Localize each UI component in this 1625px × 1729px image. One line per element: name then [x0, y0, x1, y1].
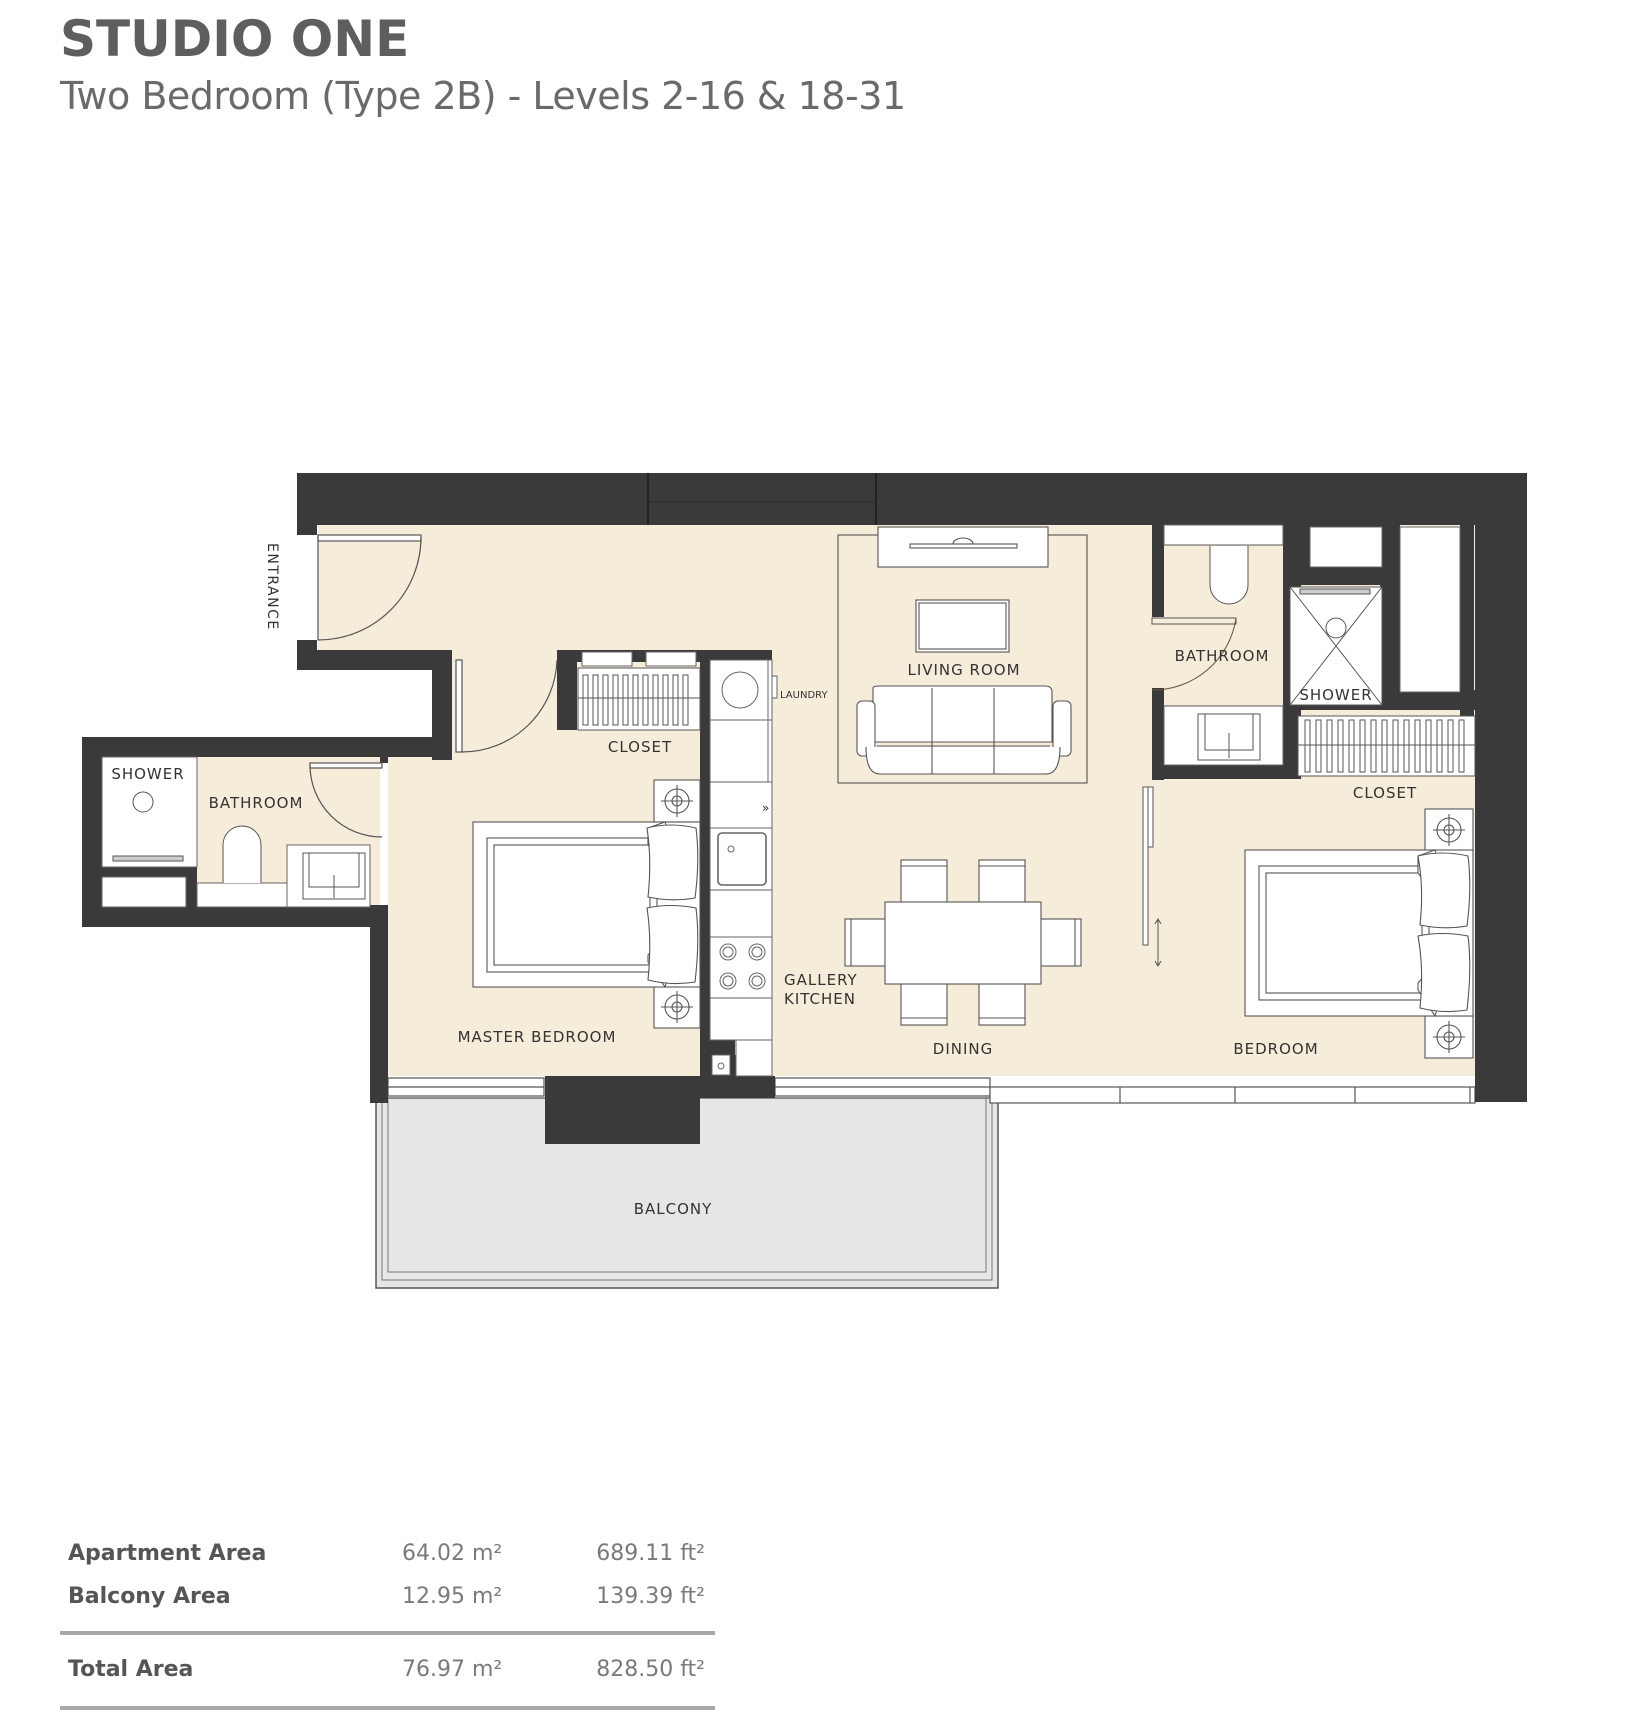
bedroom-bed [1244, 808, 1474, 1059]
area-m2: 64.02 m² [402, 1541, 503, 1566]
entrance-door [317, 534, 422, 641]
label-shower-left: SHOWER [111, 765, 184, 783]
label-balcony: BALCONY [634, 1200, 713, 1218]
label-bedroom: BEDROOM [1233, 1040, 1318, 1058]
label-bathroom-right: BATHROOM [1175, 647, 1270, 665]
chevron-icon: » [762, 801, 769, 815]
label-laundry: LAUNDRY [780, 690, 828, 701]
label-closet-bedroom: CLOSET [1353, 784, 1417, 802]
dining-table [844, 859, 1082, 1026]
label-dining: DINING [933, 1040, 993, 1058]
label-closet-master: CLOSET [608, 738, 672, 756]
area-label: Balcony Area [68, 1584, 231, 1609]
area-label: Apartment Area [68, 1541, 267, 1566]
area-row-balcony: Balcony Area 12.95 m² 139.39 ft² [60, 1578, 715, 1621]
windows [387, 1077, 1476, 1104]
area-ft2: 139.39 ft² [596, 1584, 705, 1609]
living-room-furniture [837, 526, 1088, 784]
fixtures [101, 524, 1461, 1077]
master-bedroom-door [455, 659, 558, 753]
label-shower-right: SHOWER [1299, 686, 1372, 704]
area-divider-bottom [60, 1706, 715, 1710]
area-table: Apartment Area 64.02 m² 689.11 ft² Balco… [60, 1535, 715, 1710]
area-ft2: 689.11 ft² [596, 1541, 705, 1566]
right-bathroom [1151, 544, 1383, 761]
area-m2: 12.95 m² [402, 1584, 503, 1609]
label-bathroom-left: BATHROOM [209, 794, 304, 812]
left-bathroom [112, 791, 366, 900]
area-label: Total Area [68, 1657, 194, 1682]
left-bathroom-door [309, 762, 383, 838]
area-m2: 76.97 m² [402, 1657, 503, 1682]
gallery-kitchen: LAUNDRY » [710, 660, 828, 1076]
label-master-bedroom: MASTER BEDROOM [458, 1028, 617, 1046]
label-gallery: GALLERY [784, 971, 858, 989]
master-bed [472, 779, 701, 1029]
sliding-door [1142, 786, 1162, 967]
area-divider [60, 1631, 715, 1635]
area-ft2: 828.50 ft² [596, 1657, 705, 1682]
page-subtitle: Two Bedroom (Type 2B) - Levels 2-16 & 18… [60, 74, 906, 118]
master-closet [577, 667, 701, 731]
label-entrance: ENTRANCE [264, 543, 280, 631]
page-title: STUDIO ONE [60, 10, 410, 68]
area-row-total: Total Area 76.97 m² 828.50 ft² [60, 1651, 715, 1694]
label-living-room: LIVING ROOM [907, 661, 1020, 679]
label-kitchen: KITCHEN [784, 990, 856, 1008]
walls [82, 473, 1527, 1144]
area-row-apartment: Apartment Area 64.02 m² 689.11 ft² [60, 1535, 715, 1578]
bedroom-closet [1297, 715, 1476, 777]
